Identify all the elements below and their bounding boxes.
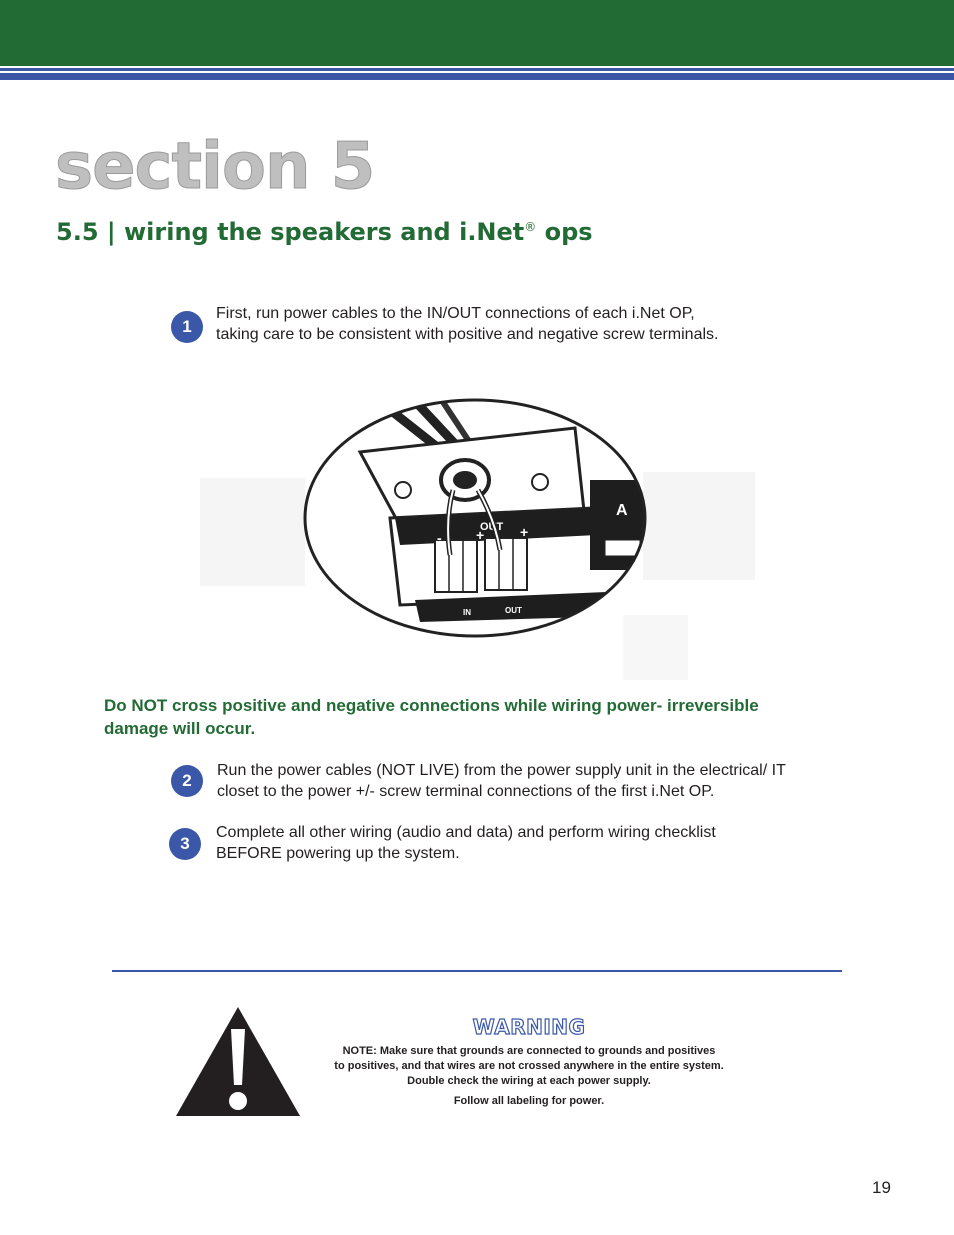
step-3-text: Complete all other wiring (audio and dat… [216, 824, 716, 862]
warning-triangle-icon [176, 1007, 300, 1116]
minus-sign-1: - [437, 530, 442, 546]
plus-sign-1: + [476, 527, 484, 543]
page-number: 19 [872, 1178, 891, 1197]
faded-panel-bottom [623, 615, 688, 680]
step-2-badge: 2 [171, 765, 203, 797]
faded-panel-right [643, 472, 755, 580]
subtitle-main: 5.5 | wiring the speakers and i.Net [56, 218, 525, 246]
step-1-text: First, run power cables to the IN/OUT co… [216, 305, 719, 343]
out-label-bottom: OUT [505, 606, 522, 615]
wiring-illustration: OUT + + - IN OUT A [200, 398, 755, 680]
header-rule-thick [0, 73, 954, 80]
step-2-text: Run the power cables (NOT LIVE) from the… [217, 762, 786, 800]
header-band [0, 0, 954, 66]
in-label-bottom: IN [463, 608, 471, 617]
magnifier-circle [303, 398, 647, 638]
warning-note: NOTE: Make sure that grounds are connect… [334, 1045, 724, 1087]
caution-text: Do NOT cross positive and negative conne… [104, 696, 759, 738]
subtitle-end: ops [536, 218, 593, 246]
warning-title: WARNING [472, 1014, 586, 1039]
step-3-badge: 3 [169, 828, 201, 860]
step-1-badge: 1 [171, 311, 203, 343]
header-rule-thin [0, 68, 954, 71]
subsection-title: 5.5 | wiring the speakers and i.Net® ops [56, 210, 593, 249]
plus-sign-2: + [520, 524, 528, 540]
channel-a-label: A [616, 502, 628, 519]
warning-divider [112, 970, 842, 972]
registered-mark: ® [524, 220, 537, 234]
section-title: section 5 [54, 130, 375, 205]
warning-follow-labeling: Follow all labeling for power. [453, 1095, 605, 1107]
faded-panel-left [200, 478, 305, 586]
